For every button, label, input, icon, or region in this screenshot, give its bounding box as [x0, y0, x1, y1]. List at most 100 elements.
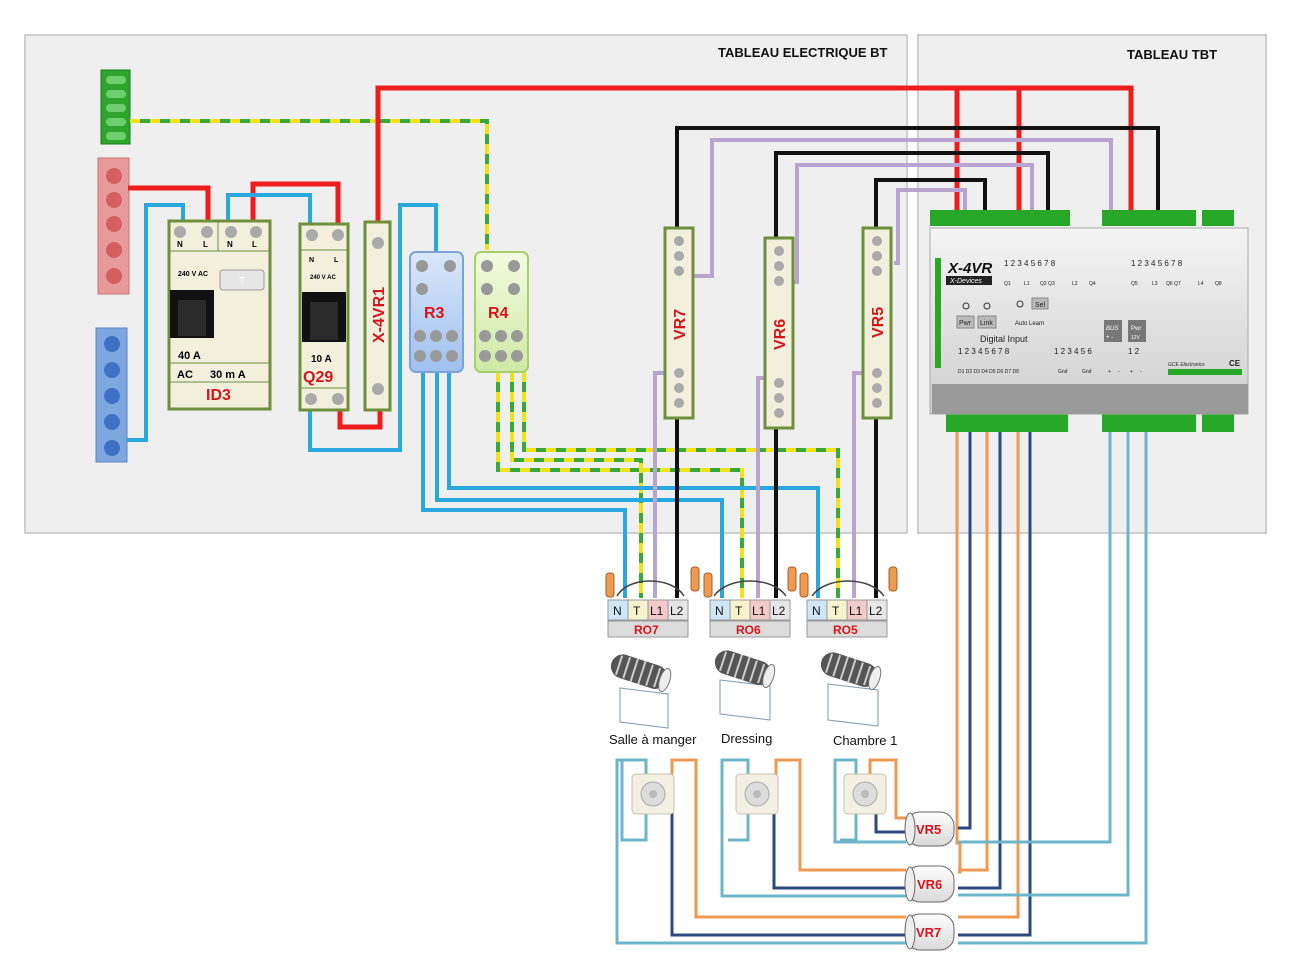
q29-label: Q29: [303, 369, 333, 386]
svg-text:L1: L1: [650, 604, 664, 618]
svg-text:L2: L2: [869, 604, 883, 618]
svg-text:L3: L3: [1152, 281, 1158, 287]
svg-text:CE: CE: [1229, 359, 1241, 368]
vr5-label: VR5: [870, 307, 887, 338]
svg-text:L1: L1: [849, 604, 863, 618]
id3-label: ID3: [206, 387, 231, 404]
r3-label: R3: [424, 305, 445, 322]
motor-vr5: VR5: [904, 811, 955, 847]
svg-text:Pwr: Pwr: [1131, 326, 1141, 332]
ro6-label: RO6: [736, 623, 761, 637]
roller-shutter-icon: [610, 654, 672, 729]
svg-text:GCE Electronics: GCE Electronics: [1168, 362, 1205, 368]
svg-text:240 V AC: 240 V AC: [178, 271, 208, 278]
svg-text:+ -: + -: [1106, 335, 1113, 341]
svg-text:N: N: [715, 604, 724, 618]
lilac-wires: [653, 138, 1113, 598]
earth-wires: [130, 119, 840, 598]
svg-text:L4: L4: [1198, 281, 1204, 287]
svg-text:N: N: [227, 240, 233, 249]
svg-text:L: L: [334, 257, 339, 264]
svg-text:L: L: [252, 240, 257, 249]
svg-text:N: N: [309, 257, 314, 264]
svg-text:1 2: 1 2: [1128, 347, 1140, 356]
outlet-ro6: N T L1 L2 RO6: [703, 566, 797, 638]
module-title: X-4VR: [947, 260, 992, 277]
svg-text:Q2 Q3: Q2 Q3: [1040, 281, 1055, 287]
svg-text:T: T: [239, 276, 245, 287]
svg-text:D1 D2 D3 D4 D5 D6 D7 D8: D1 D2 D3 D4 D5 D6 D7 D8: [958, 369, 1019, 375]
r4-label: R4: [488, 305, 509, 322]
tbt-panel-title: TABLEAU TBT: [1127, 47, 1217, 62]
wall-switch-icon: [735, 773, 779, 815]
phase-busbar: [97, 157, 130, 295]
wall-switch-icon: [843, 773, 887, 815]
svg-text:L2: L2: [670, 604, 684, 618]
room-label-ro7: Salle à manger: [609, 732, 697, 747]
bt-panel-title: TABLEAU ELECTRIQUE BT: [718, 45, 888, 60]
svg-text:1 2 3 4 5 6 7 8: 1 2 3 4 5 6 7 8: [958, 347, 1010, 356]
room-label-ro6: Dressing: [721, 731, 772, 746]
x4vr1-label: X-4VR1: [371, 287, 388, 343]
svg-text:T: T: [832, 604, 840, 618]
vr6-strip: VR6: [763, 236, 795, 430]
x4vr-module: X-4VR X-Devices 1 2 3 4 5 6 7 8 1 2 3 4 …: [929, 210, 1249, 432]
svg-text:AC: AC: [177, 369, 193, 381]
id3-breaker: N L N L 240 V AC T 40 A AC 30 m A ID3: [167, 219, 272, 411]
room-label-ro5: Chambre 1: [833, 733, 897, 748]
svg-text:Link: Link: [980, 320, 993, 327]
svg-text:1 2 3 4 5 6 7 8: 1 2 3 4 5 6 7 8: [1004, 259, 1056, 268]
vr7-label: VR7: [672, 309, 689, 340]
svg-text:VR7: VR7: [916, 925, 941, 940]
svg-text:VR5: VR5: [916, 822, 941, 837]
svg-text:-: -: [1140, 369, 1142, 375]
svg-text:N: N: [613, 604, 622, 618]
svg-text:Q4: Q4: [1089, 281, 1096, 287]
neutral-wires: [127, 193, 820, 598]
x4vr1-block: X-4VR1: [363, 220, 392, 412]
svg-text:Sel: Sel: [1035, 302, 1046, 309]
phase-wires: [128, 85, 1134, 430]
vr6-label: VR6: [772, 319, 789, 350]
svg-text:L1: L1: [752, 604, 766, 618]
svg-text:Digital Input: Digital Input: [980, 334, 1028, 344]
r3-block: R3: [409, 251, 464, 373]
svg-text:10 A: 10 A: [311, 354, 332, 365]
ro7-label: RO7: [634, 623, 659, 637]
svg-text:X-Devices: X-Devices: [949, 278, 982, 285]
svg-text:Q5: Q5: [1131, 281, 1138, 287]
neutral-busbar: [95, 327, 128, 463]
svg-text:+: +: [1130, 369, 1133, 375]
svg-text:Gnd: Gnd: [1082, 369, 1092, 375]
svg-text:VR6: VR6: [917, 877, 942, 892]
svg-text:+: +: [1108, 369, 1111, 375]
svg-text:40 A: 40 A: [178, 350, 201, 362]
outlet-ro5: N T L1 L2 RO5: [799, 566, 898, 638]
earth-busbar: [100, 69, 131, 145]
svg-text:Pwr: Pwr: [959, 320, 972, 327]
svg-text:BUS: BUS: [1106, 326, 1118, 332]
svg-text:L2: L2: [772, 604, 786, 618]
roller-shutter-icon: [714, 650, 776, 721]
svg-text:30 m A: 30 m A: [210, 369, 246, 381]
svg-text:Q6 Q7: Q6 Q7: [1166, 281, 1181, 287]
svg-text:L2: L2: [1072, 281, 1078, 287]
ro5-label: RO5: [833, 623, 858, 637]
r4-block: R4: [474, 251, 529, 373]
svg-text:1 2 3 4 5 6: 1 2 3 4 5 6: [1054, 347, 1092, 356]
svg-text:12V: 12V: [1131, 335, 1141, 341]
q29-breaker: N L 240 V AC 10 A Q29: [298, 222, 350, 412]
svg-text:Q1: Q1: [1004, 281, 1011, 287]
control-wires: [615, 432, 1148, 945]
svg-text:Gnd: Gnd: [1058, 369, 1068, 375]
svg-text:T: T: [735, 604, 743, 618]
svg-text:Auto Learn: Auto Learn: [1015, 321, 1044, 327]
svg-text:L: L: [203, 240, 208, 249]
outlet-ro7: N T L1 L2 RO7: [605, 566, 700, 638]
svg-text:Q8: Q8: [1215, 281, 1222, 287]
motor-vr7: VR7: [904, 913, 955, 951]
svg-text:L1: L1: [1024, 281, 1030, 287]
svg-text:240 V AC: 240 V AC: [310, 275, 336, 281]
svg-text:1 2 3 4 5 6 7 8: 1 2 3 4 5 6 7 8: [1131, 259, 1183, 268]
